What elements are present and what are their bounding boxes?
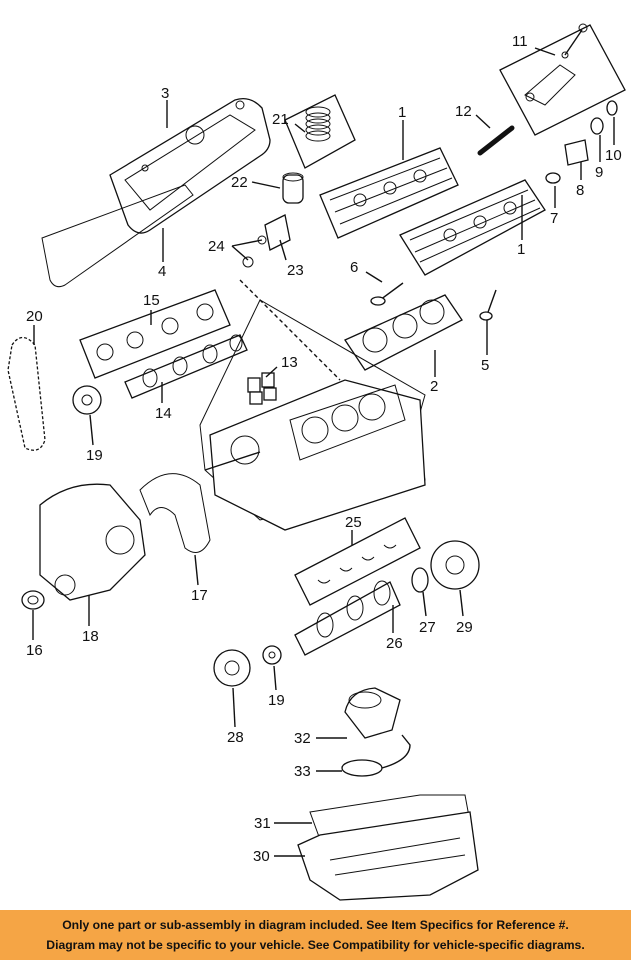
callout-19-upper: 19	[86, 447, 103, 464]
engine-parts-diagram: 1 1 2 3 4 5 6 7 8 9 10 11 12 13 14 15 16…	[7, 23, 626, 901]
crankshaft-part	[294, 580, 401, 656]
callout-19-lower: 19	[268, 692, 285, 709]
callout-1-upper: 1	[398, 104, 406, 121]
callout-20: 20	[26, 308, 43, 325]
head-gasket-part	[344, 294, 463, 371]
callout-28: 28	[227, 729, 244, 746]
callout-32: 32	[294, 730, 311, 747]
valve-spring-parts	[545, 100, 618, 184]
camshaft-bearings-part	[79, 289, 231, 379]
callout-14: 14	[155, 405, 172, 422]
callout-25: 25	[345, 514, 362, 531]
callout-9: 9	[595, 164, 603, 181]
callout-16: 16	[26, 642, 43, 659]
lifter-guide-part	[242, 214, 291, 268]
callout-7: 7	[550, 210, 558, 227]
lifter-set-part	[247, 372, 277, 405]
callout-15: 15	[143, 292, 160, 309]
callout-11: 11	[512, 33, 528, 50]
valve-cover-part	[109, 97, 271, 234]
callout-30: 30	[253, 848, 270, 865]
callout-22: 22	[231, 174, 248, 191]
callout-17: 17	[191, 587, 208, 604]
callout-33: 33	[294, 763, 311, 780]
rear-seal-part	[411, 567, 429, 593]
rocker-arm-part	[499, 23, 626, 136]
callout-24: 24	[208, 238, 225, 255]
callout-5: 5	[481, 357, 489, 374]
crank-sprocket-part	[262, 645, 282, 665]
callout-3: 3	[161, 85, 169, 102]
callout-6: 6	[350, 259, 358, 276]
oil-pickup-part	[341, 734, 411, 777]
valve-springs-part	[284, 94, 356, 169]
timing-cover-gasket-part	[139, 473, 211, 553]
cylinder-head-lower-part	[399, 179, 546, 276]
intake-valve-part	[370, 282, 404, 306]
callout-21: 21	[272, 111, 289, 128]
callout-4: 4	[158, 263, 166, 280]
oil-pan-part	[297, 811, 479, 901]
oil-pump-part	[344, 687, 401, 739]
lifter-part	[282, 172, 304, 204]
callout-8: 8	[576, 182, 584, 199]
flexplate-part	[430, 540, 480, 590]
harmonic-balancer-part	[213, 649, 251, 687]
callout-26: 26	[386, 635, 403, 652]
exhaust-valve-part	[479, 289, 497, 321]
cylinder-head-upper-part	[319, 147, 459, 239]
disclaimer-line-2: Diagram may not be specific to your vehi…	[46, 938, 585, 952]
timing-cover-part	[39, 483, 146, 601]
disclaimer-line-1: Only one part or sub-assembly in diagram…	[62, 918, 569, 932]
main-bearings-part	[294, 517, 421, 606]
camshaft-part	[124, 334, 248, 399]
callout-18: 18	[82, 628, 99, 645]
timing-chain-part	[7, 336, 46, 451]
callout-27: 27	[419, 619, 436, 636]
valve-cover-gasket-part	[41, 184, 194, 288]
front-seal-part	[21, 590, 45, 610]
callout-13: 13	[281, 354, 298, 371]
callout-12: 12	[455, 103, 472, 120]
pushrod-part	[477, 125, 515, 156]
callout-10: 10	[605, 147, 622, 164]
leader-lines	[32, 47, 615, 857]
disclaimer-banner: Only one part or sub-assembly in diagram…	[0, 910, 631, 960]
callout-23: 23	[287, 262, 304, 279]
callout-29: 29	[456, 619, 473, 636]
callout-1-lower: 1	[517, 241, 525, 258]
callout-2: 2	[430, 378, 438, 395]
cam-sprocket-part	[72, 385, 102, 415]
engine-block-part	[199, 299, 426, 531]
callout-31: 31	[254, 815, 271, 832]
callout-labels: 1 1 2 3 4 5 6 7 8 9 10 11 12 13 14 15 16…	[26, 33, 622, 865]
